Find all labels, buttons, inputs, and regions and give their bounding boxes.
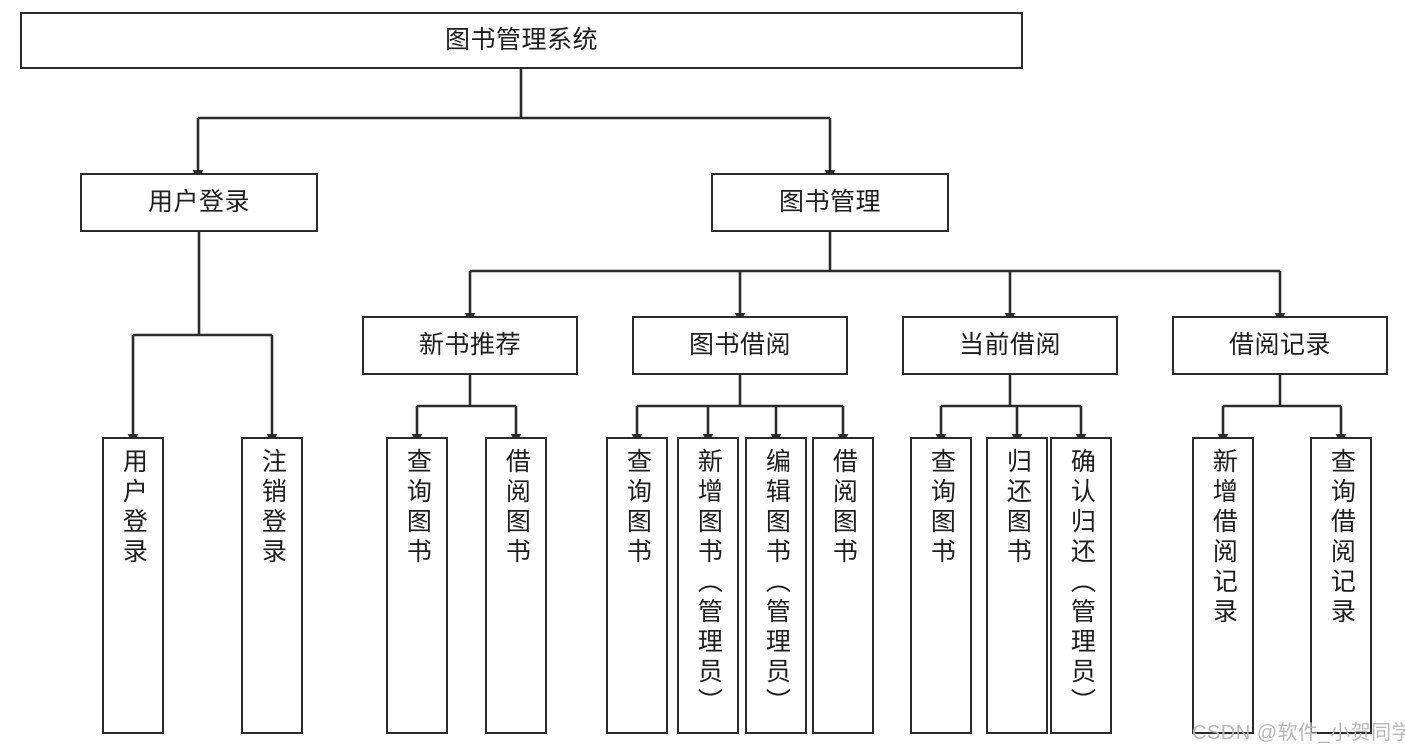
node-label-leaf-edit-book: 编辑图书（管理员） [762, 448, 791, 718]
node-label-leaf-borrow-book-b: 借阅图书 [829, 448, 858, 568]
node-leaf-borrow-book-b[interactable]: 借阅图书 [812, 437, 874, 734]
node-label-leaf-logout: 注销登录 [258, 448, 287, 568]
node-leaf-add-book[interactable]: 新增图书（管理员） [677, 437, 739, 734]
node-book-management[interactable]: 图书管理 [711, 173, 949, 232]
node-label-borrow-record: 借阅记录 [1228, 331, 1331, 360]
node-label-leaf-add-book: 新增图书（管理员） [694, 448, 723, 718]
node-leaf-edit-book[interactable]: 编辑图书（管理员） [745, 437, 807, 734]
node-root[interactable]: 图书管理系统 [20, 12, 1023, 69]
node-label-leaf-return-book: 归还图书 [1003, 448, 1032, 568]
node-label-leaf-user-login: 用户登录 [119, 448, 148, 568]
node-leaf-query-book-c[interactable]: 查询图书 [910, 437, 972, 734]
node-label-user-login: 用户登录 [147, 188, 250, 217]
node-label-leaf-query-book-c: 查询图书 [927, 448, 956, 568]
node-label-leaf-query-book-a: 查询图书 [403, 448, 432, 568]
node-label-leaf-query-book-b: 查询图书 [623, 448, 652, 568]
node-leaf-query-book-a[interactable]: 查询图书 [386, 437, 448, 734]
node-leaf-query-record[interactable]: 查询借阅记录 [1310, 437, 1372, 734]
node-user-login[interactable]: 用户登录 [80, 173, 318, 232]
node-label-book-management: 图书管理 [778, 188, 881, 217]
node-leaf-confirm-return[interactable]: 确认归还（管理员） [1050, 437, 1112, 734]
node-label-new-book-recommend: 新书推荐 [418, 331, 521, 360]
node-leaf-query-book-b[interactable]: 查询图书 [606, 437, 668, 734]
node-book-borrow[interactable]: 图书借阅 [632, 316, 848, 375]
node-label-root: 图书管理系统 [444, 26, 598, 55]
node-leaf-borrow-book-a[interactable]: 借阅图书 [485, 437, 547, 734]
node-leaf-logout[interactable]: 注销登录 [241, 437, 303, 734]
node-label-leaf-borrow-book-a: 借阅图书 [502, 448, 531, 568]
node-current-borrow[interactable]: 当前借阅 [902, 316, 1118, 375]
node-label-leaf-query-record: 查询借阅记录 [1327, 448, 1356, 628]
node-label-leaf-confirm-return: 确认归还（管理员） [1067, 448, 1096, 718]
node-label-leaf-add-record: 新增借阅记录 [1209, 448, 1238, 628]
node-leaf-add-record[interactable]: 新增借阅记录 [1192, 437, 1254, 734]
node-label-current-borrow: 当前借阅 [958, 331, 1061, 360]
node-borrow-record[interactable]: 借阅记录 [1172, 316, 1388, 375]
node-leaf-return-book[interactable]: 归还图书 [986, 437, 1048, 734]
node-label-book-borrow: 图书借阅 [688, 331, 791, 360]
node-new-book-recommend[interactable]: 新书推荐 [362, 316, 578, 375]
connector-lines [127, 69, 1347, 443]
node-leaf-user-login[interactable]: 用户登录 [102, 437, 164, 734]
